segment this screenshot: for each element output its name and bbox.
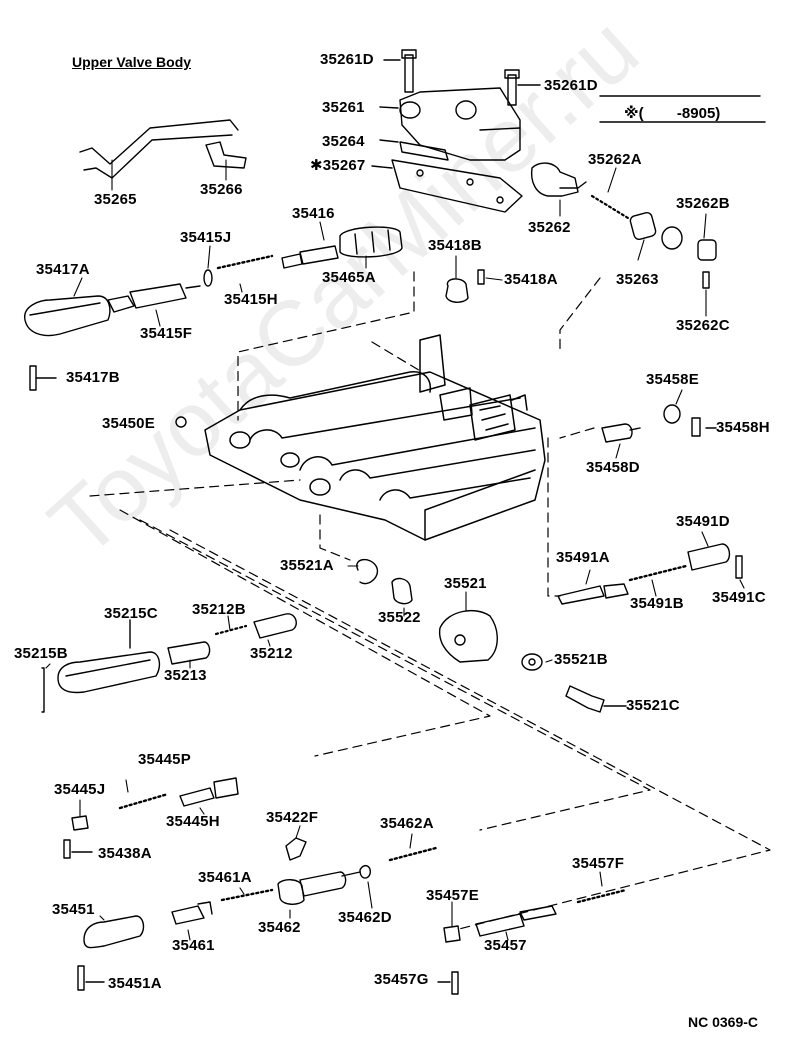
part-label-35491B[interactable]: 35491B [630,595,684,612]
part-label-35261D[interactable]: 35261D [544,77,598,94]
part-label-35462D[interactable]: 35462D [338,909,392,926]
part-label-35457G[interactable]: 35457G [374,971,429,988]
part-label-35213[interactable]: 35213 [164,667,207,684]
part-label-35215C[interactable]: 35215C [104,605,158,622]
part-label-35461[interactable]: 35461 [172,937,215,954]
diagram-title: Upper Valve Body [72,54,192,70]
left-middle-parts [41,613,297,713]
part-label-35522[interactable]: 35522 [378,609,421,626]
part-label-35491A[interactable]: 35491A [556,549,610,566]
part-label-35458E[interactable]: 35458E [646,371,699,388]
part-label-35491C[interactable]: 35491C [712,589,766,606]
part-label-35261[interactable]: 35261 [322,99,365,116]
part-label-35465A[interactable]: 35465A [322,269,376,286]
part-label-35261D[interactable]: 35261D [320,51,374,68]
part-label-35415F[interactable]: 35415F [140,325,193,342]
left-upper-parts [24,119,485,428]
part-label-35262C[interactable]: 35262C [676,317,730,334]
part-label-35521[interactable]: 35521 [444,575,487,592]
part-label-35457F[interactable]: 35457F [572,855,625,872]
part-label-35262A[interactable]: 35262A [588,151,642,168]
right-upper-parts [530,95,766,289]
part-label-35266[interactable]: 35266 [200,181,243,198]
part-label-35263[interactable]: 35263 [616,271,659,288]
part-label-35451[interactable]: 35451 [52,901,95,918]
center-parts [356,559,627,713]
serial-note: ※( -8905) [624,105,721,122]
part-label-35417A[interactable]: 35417A [36,261,90,278]
part-label-35451A[interactable]: 35451A [108,975,162,992]
part-label-35462[interactable]: 35462 [258,919,301,936]
part-label-35415J[interactable]: 35415J [180,229,232,246]
part-label-35461A[interactable]: 35461A [198,869,252,886]
part-label-35450E[interactable]: 35450E [102,415,155,432]
part-label-35445J[interactable]: 35445J [54,781,106,798]
part-label-35457[interactable]: 35457 [484,937,527,954]
part-label-35521C[interactable]: 35521C [626,697,680,714]
part-label-35416[interactable]: 35416 [292,205,335,222]
part-label-35521A[interactable]: 35521A [280,557,334,574]
part-label-35438A[interactable]: 35438A [98,845,152,862]
lower-parts [63,777,628,995]
part-label-35212[interactable]: 35212 [250,645,293,662]
part-label-35418B[interactable]: 35418B [428,237,482,254]
part-label-35262[interactable]: 35262 [528,219,571,236]
part-label-35457E[interactable]: 35457E [426,887,479,904]
part-label-35265[interactable]: 35265 [94,191,137,208]
part-label-35445H[interactable]: 35445H [166,813,220,830]
part-label-35418A[interactable]: 35418A [504,271,558,288]
part-label-35462A[interactable]: 35462A [380,815,434,832]
part-label-35212B[interactable]: 35212B [192,601,246,618]
valve-body [204,334,546,541]
part-label-35415H[interactable]: 35415H [224,291,278,308]
solenoid-assembly [371,49,541,213]
part-label-35521B[interactable]: 35521B [554,651,608,668]
diagram-code: NC 0369-C [688,1014,759,1030]
part-label-35458D[interactable]: 35458D [586,459,640,476]
part-label-35262B[interactable]: 35262B [676,195,730,212]
right-middle-parts [557,404,743,605]
part-label-35417B[interactable]: 35417B [66,369,120,386]
part-label-35264[interactable]: 35264 [322,133,365,150]
part-label-35458H[interactable]: 35458H [716,419,770,436]
part-label-35422F[interactable]: 35422F [266,809,319,826]
part-label-35267[interactable]: ✱35267 [310,157,366,174]
leader-lines [45,159,745,941]
dashed-guide-lines [89,271,771,931]
part-label-35491D[interactable]: 35491D [676,513,730,530]
part-label-35215B[interactable]: 35215B [14,645,68,662]
part-label-35445P[interactable]: 35445P [138,751,191,768]
